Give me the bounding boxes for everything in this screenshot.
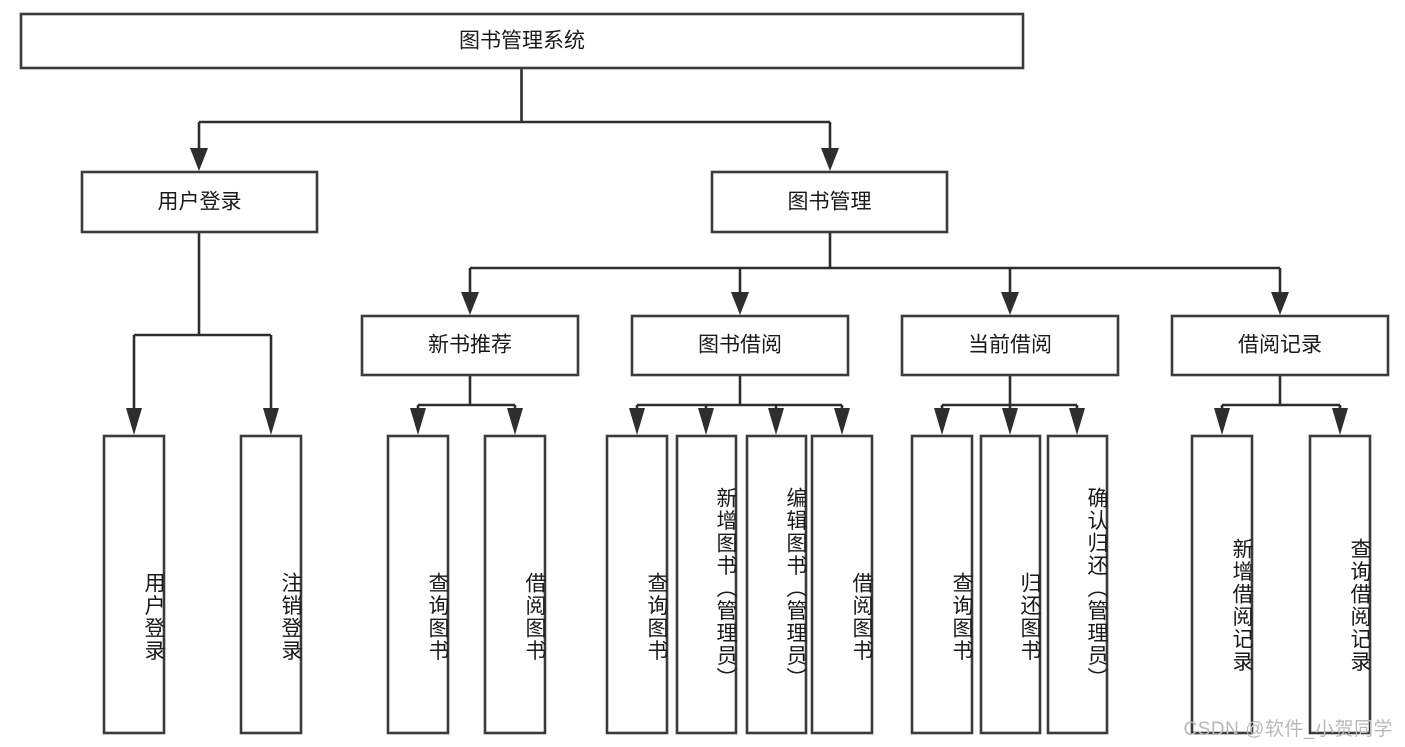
leaf-label-book-borrow-1: 查询图书 (645, 571, 668, 662)
arrow-leaf-newbook-1 (410, 408, 426, 435)
leaf-box-current-borrow-1[interactable] (910, 434, 974, 735)
node-root-label: 图书管理系统 (459, 30, 585, 53)
node-book-manage-box[interactable] (710, 170, 949, 234)
node-user-login-label: 用户登录 (158, 191, 242, 214)
leaf-box-borrow-record-2[interactable] (1308, 434, 1372, 735)
leaf-label-book-borrow-4: 借阅图书 (850, 571, 873, 662)
arrow-to-book-manage (821, 148, 839, 171)
arrow-leaf-bookborrow-3 (768, 408, 784, 435)
arrow-to-book-borrow (731, 292, 749, 315)
leaf-box-book-borrow-4[interactable] (810, 434, 874, 735)
node-layer: 图书管理系统 用户登录 图书管理 新书推荐 图书借阅 当前借阅 借阅记录 (19, 12, 1390, 735)
leaf-label-current-borrow-3: 确认归还（管理员） (1085, 487, 1108, 690)
leaf-box-borrow-record-1[interactable] (1190, 434, 1254, 735)
node-book-borrow-label: 图书借阅 (698, 334, 782, 357)
arrow-leaf-bookborrow-1 (629, 408, 645, 435)
node-borrow-record-label: 借阅记录 (1238, 334, 1322, 357)
arrow-leaf-user-login-1 (126, 408, 142, 435)
leaf-box-new-book-2[interactable] (483, 434, 547, 735)
node-book-manage-label: 图书管理 (788, 191, 872, 214)
csdn-watermark: CSDN @软件_小贺同学 (1183, 719, 1393, 740)
arrow-leaf-borrowrecord-1 (1214, 408, 1230, 435)
leaf-label-user-login-2: 注销登录 (279, 571, 302, 662)
arrow-to-user-login (190, 148, 208, 171)
leaf-box-user-login-1[interactable] (102, 434, 166, 735)
arrow-leaf-newbook-2 (507, 408, 523, 435)
leaf-label-new-book-2: 借阅图书 (523, 571, 546, 662)
arrow-to-current-borrow (1001, 292, 1019, 315)
leaf-label-book-borrow-3: 编辑图书（管理员） (784, 487, 807, 690)
leaf-box-new-book-1[interactable] (386, 434, 450, 735)
leaf-label-user-login-1: 用户登录 (142, 571, 165, 662)
node-book-borrow-box[interactable] (630, 314, 850, 377)
leaf-label-borrow-record-1: 新增借阅记录 (1230, 538, 1253, 673)
arrow-leaf-bookborrow-2 (698, 408, 714, 435)
leaf-box-book-borrow-3[interactable] (745, 434, 808, 735)
node-new-book-label: 新书推荐 (428, 334, 512, 357)
leaf-box-current-borrow-2[interactable] (979, 434, 1042, 735)
arrow-to-new-book (461, 292, 479, 315)
arrow-leaf-borrowrecord-2 (1332, 408, 1348, 435)
arrow-leaf-currentborrow-3 (1069, 408, 1085, 435)
leaf-label-borrow-record-2: 查询借阅记录 (1348, 538, 1371, 673)
node-current-borrow-box[interactable] (900, 314, 1120, 377)
connector-layer (126, 68, 1348, 435)
leaf-label-book-borrow-2: 新增图书（管理员） (714, 487, 737, 690)
node-current-borrow-label: 当前借阅 (968, 334, 1052, 357)
node-user-login-box[interactable] (80, 170, 319, 234)
arrow-leaf-currentborrow-2 (1002, 408, 1018, 435)
arrow-leaf-user-login-2 (263, 408, 279, 435)
leaf-box-user-login-2[interactable] (239, 434, 303, 735)
leaf-label-current-borrow-2: 归还图书 (1018, 571, 1041, 662)
node-new-book-box[interactable] (360, 314, 580, 377)
arrow-to-borrow-record (1271, 292, 1289, 315)
leaf-box-book-borrow-1[interactable] (605, 434, 669, 735)
leaf-box-book-borrow-2[interactable] (675, 434, 738, 735)
leaf-box-current-borrow-3[interactable] (1046, 434, 1109, 735)
arrow-leaf-bookborrow-4 (834, 408, 850, 435)
arrow-leaf-currentborrow-1 (934, 408, 950, 435)
node-root-box[interactable] (19, 12, 1025, 70)
node-borrow-record-box[interactable] (1170, 314, 1390, 377)
leaf-label-new-book-1: 查询图书 (426, 571, 449, 662)
leaf-label-current-borrow-1: 查询图书 (950, 571, 973, 662)
